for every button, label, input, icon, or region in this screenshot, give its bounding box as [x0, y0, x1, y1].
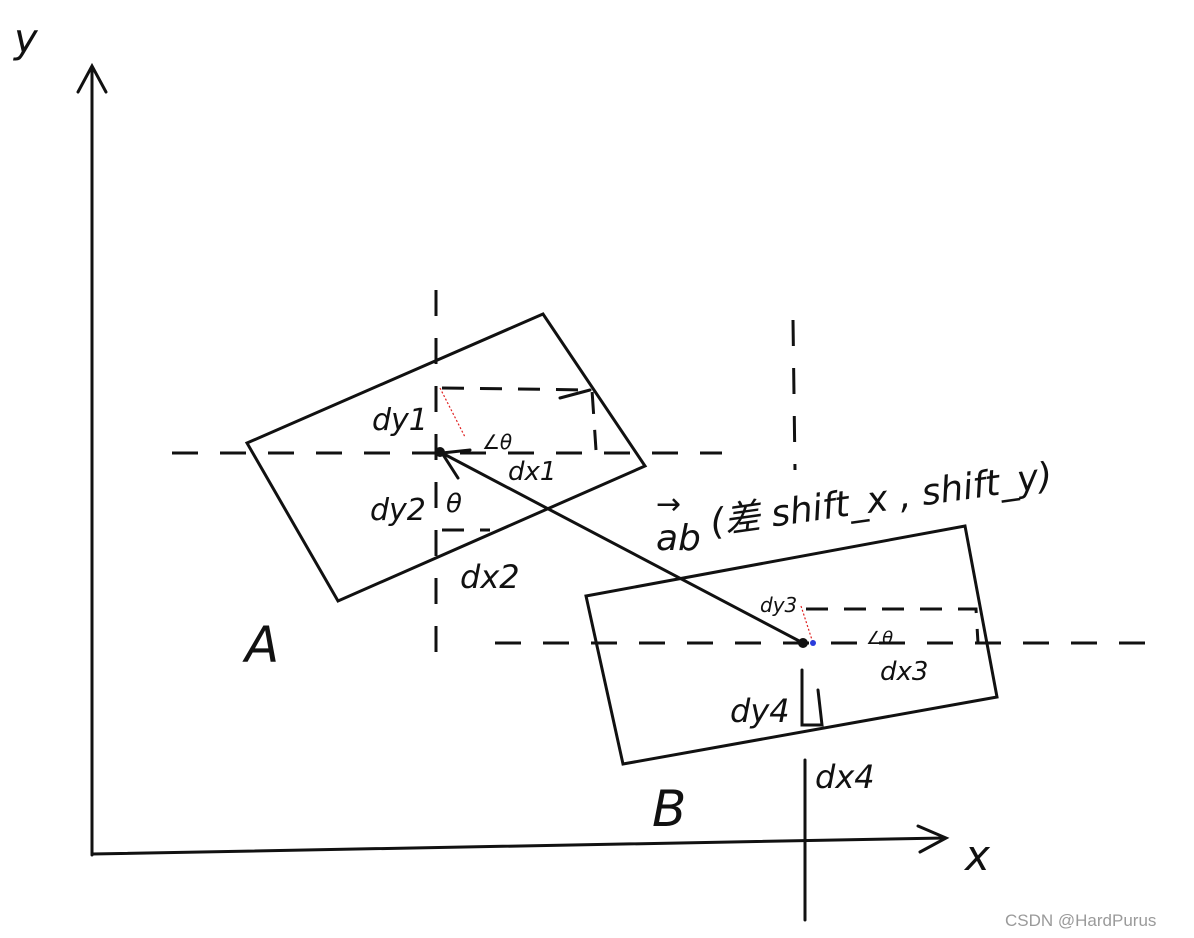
- rect-b-vertical-guide-top: [791, 319, 797, 471]
- label-dy1: dy1: [372, 403, 428, 438]
- rect-b-dx3-dy3-box: [806, 607, 980, 644]
- rect-b-blue-point: [810, 640, 816, 646]
- label-angle-b: ∠θ: [866, 628, 893, 649]
- label-dy2: dy2: [370, 493, 426, 528]
- vector-ab: [439, 448, 805, 645]
- y-axis: [76, 62, 108, 857]
- label-dx2: dx2: [460, 558, 520, 596]
- x-axis-label: x: [963, 831, 991, 880]
- label-angle-a: ∠θ: [482, 430, 512, 454]
- rect-a-red-guide: [439, 387, 466, 438]
- vector-name: ab: [656, 518, 701, 559]
- rect-a-dx1-dy1-box: [441, 386, 598, 451]
- rectangle-b: [584, 524, 999, 766]
- y-axis-label: y: [13, 16, 39, 62]
- rect-b-red-guide: [800, 605, 814, 644]
- x-axis: [90, 824, 950, 856]
- vector-arrow-symbol: →: [656, 487, 681, 522]
- rect-b-dy4-marker: [800, 668, 824, 727]
- vector-annotation: (差 shift_x , shift_y): [708, 455, 1056, 544]
- label-theta: θ: [446, 489, 462, 519]
- label-box-a: A: [242, 616, 279, 674]
- rectangle-a: [244, 312, 648, 603]
- label-dx1: dx1: [508, 457, 556, 487]
- label-dx4: dx4: [815, 758, 875, 796]
- label-box-b: B: [652, 780, 686, 838]
- label-dy4: dy4: [730, 692, 790, 730]
- label-dx3: dx3: [880, 657, 928, 687]
- watermark: CSDN @HardPurus: [1005, 911, 1156, 930]
- label-dy3: dy3: [760, 593, 797, 617]
